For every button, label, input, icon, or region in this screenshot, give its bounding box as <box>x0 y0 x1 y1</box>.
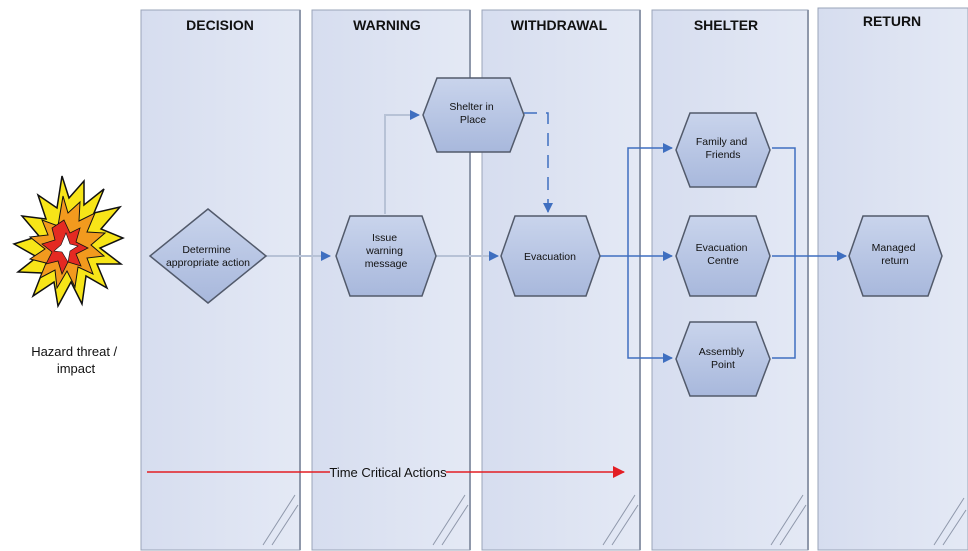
node-evacuation-centre: Evacuation Centre <box>675 215 771 297</box>
node-assembly-point-line-1: Assembly <box>699 346 745 358</box>
explosion-icon <box>12 175 125 309</box>
node-determine-line-1: Determine <box>182 244 231 256</box>
time-critical-actions-label: Time Critical Actions <box>329 465 447 480</box>
node-family-friends-line-2: Friends <box>705 149 740 161</box>
node-issue-warning-line-2: warning <box>365 245 403 257</box>
time-critical-actions: Time Critical Actions <box>147 465 625 480</box>
node-evacuation-centre-line-1: Evacuation <box>696 242 748 254</box>
node-issue-warning-line-3: message <box>365 258 408 270</box>
node-evacuation: Evacuation <box>500 215 601 297</box>
node-managed-return: Managed return <box>848 215 943 297</box>
node-managed-return-line-2: return <box>881 255 909 267</box>
lane-title-shelter: SHELTER <box>694 17 758 33</box>
svg-text:Determine appropriate ac: Determine appropriate action <box>166 244 250 269</box>
node-assembly-point: Assembly Point <box>675 321 771 397</box>
svg-text:Assembly Point: Assembly Point <box>699 346 747 371</box>
hazard-label-line-2: impact <box>57 361 96 376</box>
lane-title-withdrawal: WITHDRAWAL <box>511 17 608 33</box>
hazard-label: Hazard threat / impact <box>31 344 121 376</box>
node-determine-action: Determine appropriate action <box>148 208 268 304</box>
node-evacuation-centre-line-2: Centre <box>707 255 739 267</box>
node-shelter-in-place-line-1: Shelter in <box>449 101 494 113</box>
svg-text:Evacuation Centre: Evacuation Centre <box>696 242 751 267</box>
lane-title-return: RETURN <box>863 13 921 29</box>
svg-text:Issue warning mess: Issue warning message <box>365 232 408 270</box>
node-shelter-in-place-line-2: Place <box>460 114 486 126</box>
svg-text:Shelter in Place: Shelter in Place <box>449 101 496 126</box>
connectors <box>266 110 847 363</box>
node-family-friends: Family and Friends <box>675 112 771 188</box>
hazard-label-line-1: Hazard threat / <box>31 344 117 359</box>
node-assembly-point-line-2: Point <box>711 359 735 371</box>
node-shelter-in-place: Shelter in Place <box>422 77 525 153</box>
node-determine-line-2: appropriate action <box>166 257 250 269</box>
node-evacuation-label: Evacuation <box>524 251 576 263</box>
node-issue-warning-line-1: Issue <box>372 232 397 244</box>
svg-text:Managed return: Managed return <box>872 242 919 267</box>
svg-text:Family and Friends: Family and Friends <box>696 136 750 161</box>
lane-title-decision: DECISION <box>186 17 254 33</box>
node-managed-return-line-1: Managed <box>872 242 916 254</box>
node-family-friends-line-1: Family and <box>696 136 748 148</box>
node-issue-warning: Issue warning message <box>335 215 437 297</box>
lane-title-warning: WARNING <box>353 17 421 33</box>
